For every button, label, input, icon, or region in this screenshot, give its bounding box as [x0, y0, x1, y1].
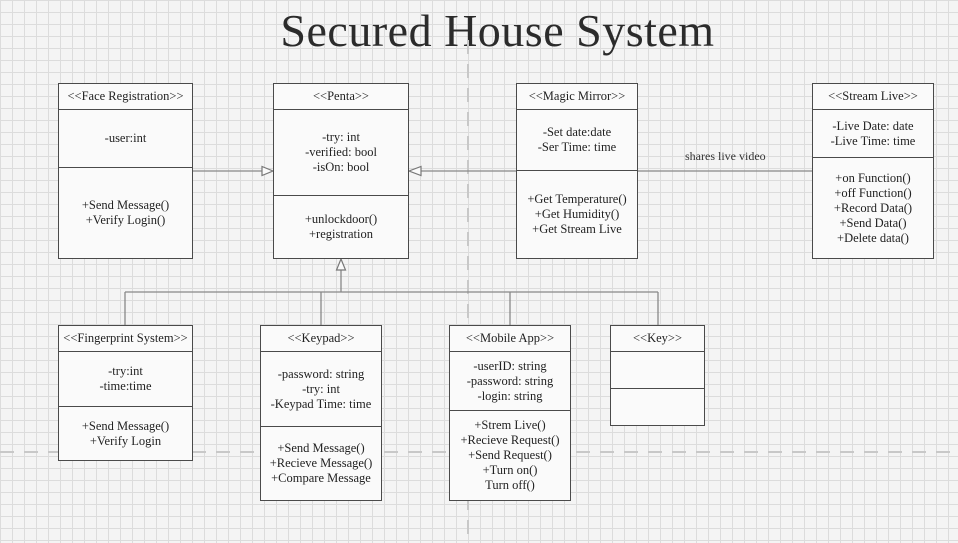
attributes-compartment	[611, 352, 704, 389]
method: +Turn on()	[482, 463, 538, 477]
attribute: -login: string	[477, 388, 543, 403]
method: +on Function()	[835, 170, 911, 185]
class-name: <<Penta>>	[274, 84, 408, 110]
face-to-penta-arrowhead	[261, 165, 275, 177]
mirror-to-penta-arrowhead	[407, 165, 422, 177]
attribute: -try:int	[108, 364, 143, 378]
method: +Compare Message	[271, 471, 371, 485]
attributes-compartment: -Set date:date-Ser Time: time	[517, 110, 637, 171]
method: +Record Data()	[833, 200, 913, 215]
methods-compartment: +Send Message()+Verify Login()	[59, 168, 192, 258]
method: +Recieve Message()	[269, 456, 373, 470]
method: +Send Message()	[81, 198, 170, 212]
attributes-compartment: -Live Date: date-Live Time: time	[813, 110, 933, 158]
attributes-compartment: -password: string-try: int-Keypad Time: …	[261, 352, 381, 427]
method: +Get Stream Live	[532, 222, 622, 236]
attribute: -Keypad Time: time	[270, 396, 372, 411]
method: +Verify Login	[89, 433, 162, 448]
class-name: <<Face Registration>>	[59, 84, 192, 110]
attributes-compartment: -try: int-verified: bool-isOn: bool	[274, 110, 408, 196]
attribute: -Live Time: time	[830, 133, 916, 148]
attribute: -time:time	[99, 379, 152, 393]
class-mobile-app[interactable]: <<Mobile App>>-userID: string-password: …	[449, 325, 571, 501]
class-keypad[interactable]: <<Keypad>>-password: string-try: int-Key…	[260, 325, 382, 501]
method: +Verify Login()	[85, 213, 166, 227]
class-name: <<Stream Live>>	[813, 84, 933, 110]
methods-compartment: +Get Temperature()+Get Humidity()+Get St…	[517, 171, 637, 258]
attribute: -password: string	[466, 373, 554, 388]
method: +Send Request()	[468, 448, 552, 462]
attribute: -verified: bool	[305, 145, 377, 159]
class-magic-mirror[interactable]: <<Magic Mirror>>-Set date:date-Ser Time:…	[516, 83, 638, 259]
method: +off Function()	[834, 185, 912, 200]
method: +Get Temperature()	[527, 192, 627, 206]
class-name: <<Fingerprint System>>	[59, 326, 192, 352]
methods-compartment: +Send Message()+Verify Login	[59, 407, 192, 460]
methods-compartment	[611, 389, 704, 425]
methods-compartment: +unlockdoor()+registration	[274, 196, 408, 258]
attribute: -try: int	[322, 130, 360, 144]
method: +Get Humidity()	[534, 207, 620, 221]
attributes-compartment: -try:int-time:time	[59, 352, 192, 407]
class-face-registration[interactable]: <<Face Registration>> -user:int +Send Mess…	[58, 83, 193, 259]
method: +Delete data()	[837, 230, 909, 245]
attribute: -try: int	[302, 381, 340, 396]
methods-compartment: +on Function()+off Function()+Record Dat…	[813, 158, 933, 258]
attribute: -user:int	[104, 131, 147, 145]
method: +Send Message()	[81, 418, 170, 433]
attribute: -userID: string	[473, 358, 547, 373]
attributes-compartment: -userID: string-password: string-login: …	[450, 352, 570, 411]
method: Turn off()	[485, 478, 535, 492]
attribute: -Set date:date	[542, 125, 612, 139]
class-penta[interactable]: <<Penta>>-try: int-verified: bool-isOn: …	[273, 83, 409, 259]
inheritance-arrowhead	[335, 257, 347, 271]
attribute: -isOn: bool	[312, 160, 370, 174]
association-label: shares live video	[685, 149, 766, 163]
class-name: <<Mobile App>>	[450, 326, 570, 352]
method: +registration	[309, 227, 373, 241]
class-fingerprint-system[interactable]: <<Fingerprint System>>-try:int-time:time…	[58, 325, 193, 461]
class-key[interactable]: <<Key>>	[610, 325, 705, 426]
class-name: <<Keypad>>	[261, 326, 381, 352]
diagram-title: Secured House System	[280, 5, 715, 56]
methods-compartment: +Strem Live()+Recieve Request()+Send Req…	[450, 411, 570, 500]
methods-compartment: +Send Message()+Recieve Message()+Compar…	[261, 427, 381, 500]
method: +Send Message()	[277, 441, 365, 455]
class-name: <<Magic Mirror>>	[517, 84, 637, 110]
attribute: -password: string	[277, 366, 365, 381]
attribute: -Ser Time: time	[537, 140, 617, 154]
method: +Strem Live()	[474, 418, 546, 432]
method: +Send Data()	[839, 215, 907, 230]
class-stream-live[interactable]: <<Stream Live>>-Live Date: date-Live Tim…	[812, 83, 934, 259]
attributes-compartment: -user:int	[59, 110, 192, 168]
class-name: <<Key>>	[611, 326, 704, 352]
method: +unlockdoor()	[304, 212, 378, 226]
attribute: -Live Date: date	[832, 118, 914, 133]
method: +Recieve Request()	[460, 433, 560, 447]
